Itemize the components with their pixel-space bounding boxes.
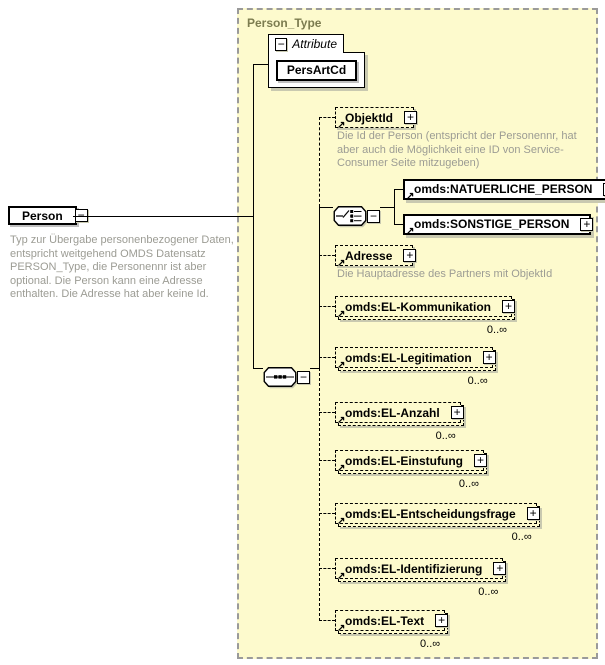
- connector-line: [253, 64, 268, 65]
- reference-arrow-icon: ↗: [337, 120, 346, 131]
- connector-line: [319, 357, 335, 358]
- collapse-toggle-icon[interactable]: −: [367, 210, 380, 223]
- connector-line: [319, 513, 335, 514]
- reference-arrow-icon: ↗: [406, 191, 415, 202]
- connector-line: [73, 216, 239, 217]
- element-label: Adresse: [345, 249, 393, 263]
- element-adresse[interactable]: ↗ Adresse +: [335, 245, 417, 269]
- collapse-toggle-icon[interactable]: −: [297, 371, 310, 384]
- element-el-entscheidungsfrage[interactable]: ↗ omds:EL-Entscheidungsfrage + 0..∞: [335, 503, 540, 543]
- person-type-title: Person_Type: [247, 16, 322, 30]
- element-el-legitimation[interactable]: ↗ omds:EL-Legitimation + 0..∞: [335, 347, 496, 387]
- expand-toggle-icon[interactable]: +: [482, 350, 496, 364]
- expand-toggle-icon[interactable]: +: [403, 248, 417, 262]
- connector-line: [394, 189, 395, 224]
- reference-arrow-icon: ↗: [337, 258, 346, 269]
- connector-line: [319, 368, 320, 621]
- attribute-block-body: PersArtCd: [268, 52, 365, 88]
- connector-line: [310, 368, 319, 369]
- connector-line: [319, 412, 335, 413]
- connector-line: [319, 207, 333, 208]
- element-sonstige-person[interactable]: ↗ omds:SONSTIGE_PERSON +: [403, 214, 594, 237]
- element-el-anzahl[interactable]: ↗ omds:EL-Anzahl + 0..∞: [335, 402, 464, 442]
- choice-icon: [333, 206, 368, 228]
- element-el-kommunikation[interactable]: ↗ omds:EL-Kommunikation + 0..∞: [335, 296, 515, 336]
- collapse-toggle-icon[interactable]: −: [74, 208, 88, 222]
- connector-line: [319, 620, 335, 621]
- element-objektid-annotation: Die Id der Person (entspricht der Person…: [337, 130, 577, 169]
- connector-line: [237, 216, 253, 217]
- element-person-annotation: Typ zur Übergabe personenbezogener Daten…: [10, 234, 234, 301]
- element-label: omds:EL-Identifizierung: [345, 562, 483, 576]
- expand-toggle-icon[interactable]: +: [450, 405, 464, 419]
- element-el-text[interactable]: ↗ omds:EL-Text + 0..∞: [335, 610, 449, 650]
- reference-arrow-icon: ↗: [337, 623, 346, 634]
- connector-line: [319, 306, 335, 307]
- attribute-block-label: Attribute: [292, 37, 337, 51]
- element-person[interactable]: Person −: [8, 206, 88, 225]
- sequence-icon: [263, 367, 298, 389]
- element-objektid[interactable]: ↗ ObjektId +: [335, 107, 418, 131]
- reference-arrow-icon: ↗: [337, 463, 346, 474]
- element-label: omds:EL-Kommunikation: [345, 300, 491, 314]
- element-label: omds:SONSTIGE_PERSON: [414, 217, 570, 231]
- element-label: omds:NATUERLICHE_PERSON: [414, 182, 593, 196]
- reference-arrow-icon: ↗: [337, 309, 346, 320]
- connector-line: [319, 117, 320, 207]
- expand-toggle-icon[interactable]: +: [526, 506, 540, 520]
- connector-line: [319, 568, 335, 569]
- connector-line: [253, 64, 254, 368]
- connector-line: [319, 117, 335, 118]
- occurrence-label: 0..∞: [486, 324, 507, 336]
- connector-line: [394, 224, 403, 225]
- reference-arrow-icon: ↗: [337, 415, 346, 426]
- element-person-label: Person: [22, 209, 63, 223]
- connector-line: [319, 255, 335, 256]
- occurrence-label: 0..∞: [511, 531, 532, 543]
- reference-arrow-icon: ↗: [337, 360, 346, 371]
- connector-line: [394, 189, 403, 190]
- element-label: omds:EL-Legitimation: [345, 351, 472, 365]
- reference-arrow-icon: ↗: [337, 516, 346, 527]
- element-el-identifizierung[interactable]: ↗ omds:EL-Identifizierung + 0..∞: [335, 558, 507, 598]
- occurrence-label: 0..∞: [467, 375, 488, 387]
- expand-toggle-icon[interactable]: +: [473, 453, 487, 467]
- collapse-toggle-icon[interactable]: −: [275, 37, 288, 51]
- connector-line: [319, 207, 320, 368]
- attribute-block-tab[interactable]: − Attribute: [268, 34, 344, 53]
- reference-arrow-icon: ↗: [406, 226, 415, 237]
- expand-toggle-icon[interactable]: +: [435, 613, 449, 627]
- connector-line: [319, 460, 335, 461]
- connector-line: [380, 207, 394, 208]
- expand-toggle-icon[interactable]: +: [502, 299, 515, 313]
- occurrence-label: 0..∞: [458, 478, 479, 490]
- occurrence-label: 0..∞: [435, 430, 456, 442]
- connector-line: [253, 368, 263, 369]
- person-type-container: Person_Type − Attribute Per: [237, 8, 605, 659]
- element-label: omds:EL-Text: [345, 614, 425, 628]
- element-label: ObjektId: [345, 111, 394, 125]
- element-label: omds:EL-Einstufung: [345, 454, 463, 468]
- element-natuerliche-person[interactable]: ↗ omds:NATUERLICHE_PERSON +: [403, 179, 605, 202]
- element-el-einstufung[interactable]: ↗ omds:EL-Einstufung + 0..∞: [335, 450, 487, 490]
- occurrence-label: 0..∞: [478, 586, 499, 598]
- element-label: omds:EL-Entscheidungsfrage: [345, 507, 516, 521]
- expand-toggle-icon[interactable]: +: [493, 561, 507, 575]
- occurrence-label: 0..∞: [420, 638, 441, 650]
- reference-arrow-icon: ↗: [337, 571, 346, 582]
- element-adresse-annotation: Die Hauptadresse des Partners mit Objekt…: [337, 268, 553, 280]
- expand-toggle-icon[interactable]: +: [580, 217, 594, 231]
- expand-toggle-icon[interactable]: +: [404, 110, 418, 124]
- expand-toggle-icon[interactable]: +: [603, 182, 605, 196]
- attribute-persartcd[interactable]: PersArtCd: [275, 59, 358, 81]
- element-label: omds:EL-Anzahl: [345, 406, 440, 420]
